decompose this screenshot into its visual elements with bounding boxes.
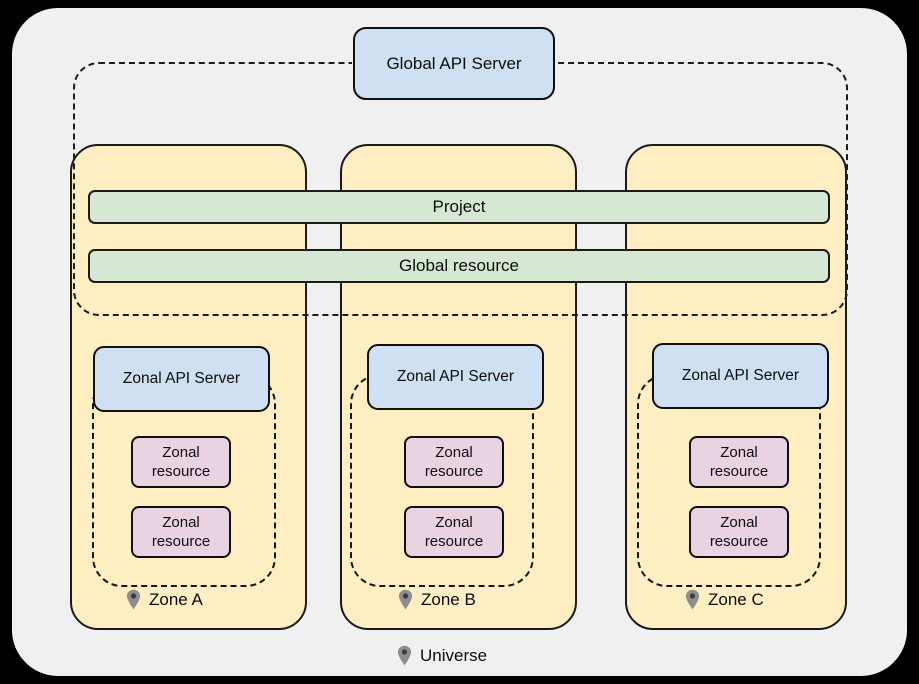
zone-label-zone-b: Zone B	[398, 589, 476, 610]
zonal-resource-line1: Zonal	[720, 444, 758, 461]
zone-label-text: Zone B	[421, 589, 476, 609]
zone-label-zone-c: Zone C	[685, 589, 764, 610]
map-pin-icon	[685, 589, 700, 610]
zonal-resource-line2: resource	[424, 533, 484, 550]
zonal-api-server-zone-b[interactable]: Zonal API Server	[367, 344, 544, 410]
universe-label-text: Universe	[420, 645, 488, 665]
map-pin-icon	[398, 589, 413, 610]
zonal-resource-line2: resource	[424, 463, 484, 480]
zonal-resource-zone-c-1[interactable]: Zonal resource	[689, 436, 789, 488]
global-bar-global-resource[interactable]: Global resource	[88, 249, 830, 283]
zonal-resource-line2: resource	[151, 463, 211, 480]
zonal-resource-zone-b-1[interactable]: Zonal resource	[404, 436, 504, 488]
zonal-resource-zone-b-2[interactable]: Zonal resource	[404, 506, 504, 558]
zone-label-zone-a: Zone A	[126, 589, 203, 610]
zonal-api-server-zone-a[interactable]: Zonal API Server	[93, 346, 270, 412]
zonal-resource-line2: resource	[709, 533, 769, 550]
zonal-resource-line1: Zonal	[720, 514, 758, 531]
global-api-server-node[interactable]: Global API Server	[353, 27, 555, 100]
zone-label-text: Zone A	[149, 589, 203, 609]
global-bar-project[interactable]: Project	[88, 190, 830, 224]
zonal-resource-line1: Zonal	[435, 444, 473, 461]
zonal-resource-line1: Zonal	[162, 514, 200, 531]
zonal-resource-line1: Zonal	[435, 514, 473, 531]
zonal-resource-zone-a-2[interactable]: Zonal resource	[131, 506, 231, 558]
map-pin-icon	[397, 645, 412, 666]
zonal-resource-line2: resource	[151, 533, 211, 550]
universe-label: Universe	[397, 645, 487, 666]
zone-label-text: Zone C	[708, 589, 764, 609]
zonal-resource-line1: Zonal	[162, 444, 200, 461]
zonal-resource-zone-c-2[interactable]: Zonal resource	[689, 506, 789, 558]
zonal-resource-zone-a-1[interactable]: Zonal resource	[131, 436, 231, 488]
zonal-resource-line2: resource	[709, 463, 769, 480]
zonal-api-server-zone-c[interactable]: Zonal API Server	[652, 343, 829, 409]
map-pin-icon	[126, 589, 141, 610]
